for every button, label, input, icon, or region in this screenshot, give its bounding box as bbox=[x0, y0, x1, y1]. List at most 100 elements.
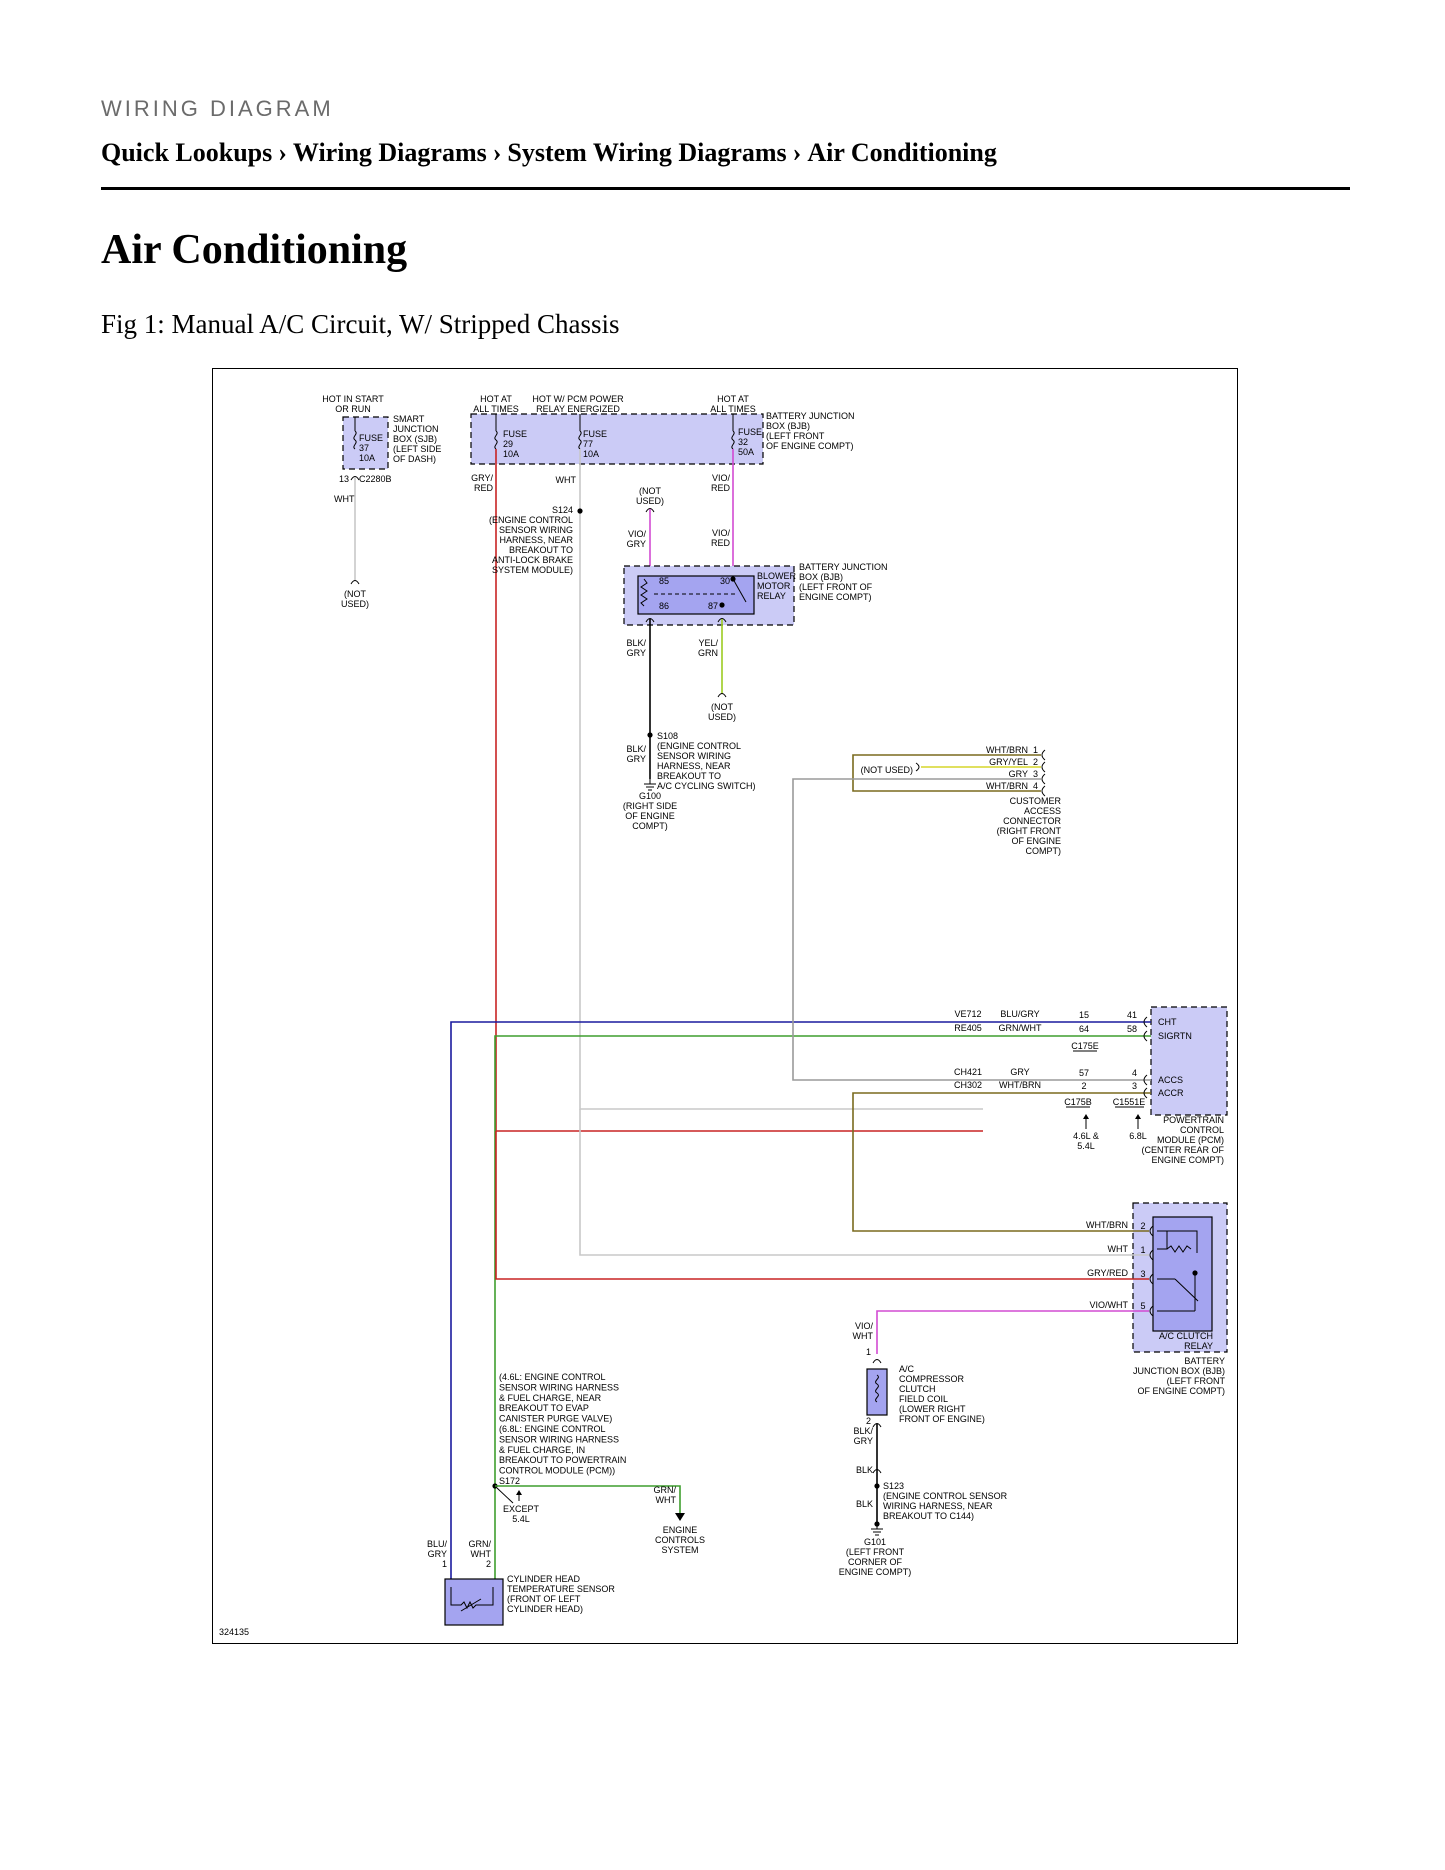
connector-not-used-cust bbox=[915, 762, 920, 772]
cust-pin-label: 2 bbox=[1033, 757, 1038, 767]
grn-wht-bot-label: GRN/WHT bbox=[469, 1539, 492, 1559]
wire-gry-pcm bbox=[792, 959, 1151, 1081]
not-used-cust-label: (NOT USED) bbox=[861, 765, 913, 775]
pcm-circuit-label: RE405 bbox=[954, 1023, 982, 1033]
smart-junction-box bbox=[342, 416, 389, 470]
blk-1-label: BLK bbox=[856, 1465, 873, 1475]
yel-grn-label: YEL/GRN bbox=[698, 638, 718, 658]
eng-arrow-1-head bbox=[1083, 1114, 1089, 1119]
blk-gry-1-label: BLK/GRY bbox=[626, 638, 646, 658]
cylinder-head-temp-sensor bbox=[444, 1578, 504, 1626]
ac-relay-connector-pin bbox=[1149, 1305, 1154, 1317]
blk-2-label: BLK bbox=[856, 1499, 873, 1509]
gry-red-label: GRY/RED bbox=[471, 473, 493, 493]
connector-relay-87 bbox=[717, 618, 727, 623]
engine-46-label: 4.6L &5.4L bbox=[1073, 1131, 1099, 1151]
breadcrumb: Quick Lookups›Wiring Diagrams›System Wir… bbox=[101, 138, 997, 168]
pcm-pin-a-label: 2 bbox=[1081, 1081, 1086, 1091]
pin-30-label: 30 bbox=[720, 576, 730, 586]
pcm-pin-a-label: 64 bbox=[1079, 1024, 1089, 1034]
pcm-pin-a-label: 57 bbox=[1079, 1068, 1089, 1078]
cust-wire-color-label: GRY bbox=[1009, 769, 1028, 779]
blk-gry-3-label: BLK/GRY bbox=[853, 1426, 873, 1446]
battery-junction-box-top bbox=[470, 413, 764, 465]
page-title: Air Conditioning bbox=[101, 227, 408, 273]
ac-compressor-clutch bbox=[866, 1368, 888, 1416]
ac-relay-pin-label: 3 bbox=[1140, 1269, 1145, 1279]
cust-connector-pin bbox=[1041, 773, 1046, 785]
pcm-signal-label: SIGRTN bbox=[1158, 1031, 1192, 1041]
breadcrumb-system-wiring-diagrams[interactable]: System Wiring Diagrams bbox=[507, 138, 787, 167]
breadcrumb-wiring-diagrams[interactable]: Wiring Diagrams bbox=[292, 138, 487, 167]
pcm-circuit-label: VE712 bbox=[954, 1009, 981, 1019]
figure-caption: Fig 1: Manual A/C Circuit, W/ Stripped C… bbox=[101, 309, 620, 339]
pcm-connector-pin bbox=[1143, 1087, 1148, 1099]
grn-wht-mid-label: GRN/WHT bbox=[654, 1485, 677, 1505]
connector-not-used-yelgrn bbox=[717, 693, 727, 698]
pcm-pin-a-label: 15 bbox=[1079, 1010, 1089, 1020]
vio-red-top-label: VIO/RED bbox=[711, 473, 731, 493]
except-arrow-head bbox=[516, 1490, 522, 1495]
ac-relay-wire-color-label: GRY/RED bbox=[1087, 1268, 1128, 1278]
ac-relay-pin-label: 1 bbox=[1140, 1245, 1145, 1255]
breadcrumb-air-conditioning[interactable]: Air Conditioning bbox=[807, 138, 997, 167]
ac-clutch-relay bbox=[1152, 1216, 1213, 1332]
connector-relay-86 bbox=[645, 618, 655, 623]
connector-not-used-relay bbox=[645, 508, 655, 513]
fuse-29-symbol bbox=[494, 430, 498, 450]
connector-clutch-1 bbox=[872, 1359, 882, 1364]
blower-motor-relay bbox=[637, 575, 755, 615]
relay-contact-dot bbox=[730, 576, 736, 582]
header-divider bbox=[101, 187, 1350, 190]
ac-relay-coil-symbol bbox=[1157, 1230, 1198, 1253]
c2280b-label: C2280B bbox=[359, 474, 392, 484]
c175b-label: C175B bbox=[1064, 1097, 1092, 1107]
ac-relay-pin-label: 2 bbox=[1140, 1221, 1145, 1231]
fuse-77-symbol bbox=[578, 430, 582, 450]
vio-red-mid-label: VIO/RED bbox=[711, 528, 731, 548]
pcm-connector-pin bbox=[1143, 1030, 1148, 1042]
wire-vio-wht bbox=[876, 1310, 1149, 1354]
pcm-wire-color-label: WHT/BRN bbox=[999, 1080, 1041, 1090]
pcm-pin-b-label: 41 bbox=[1127, 1010, 1137, 1020]
relay-coil-symbol bbox=[640, 578, 648, 607]
ac-relay-pin-label: 5 bbox=[1140, 1301, 1145, 1311]
blk-gry-2-label: BLK/GRY bbox=[626, 744, 646, 764]
pcm-circuit-label: CH421 bbox=[954, 1067, 982, 1077]
c1551e-label: C1551E bbox=[1113, 1097, 1146, 1107]
pcm-signal-label: ACCS bbox=[1158, 1075, 1183, 1085]
except-pointer bbox=[496, 1487, 514, 1504]
breadcrumb-quick-lookups[interactable]: Quick Lookups bbox=[101, 138, 273, 167]
pcm-pin-b-label: 3 bbox=[1132, 1081, 1137, 1091]
wire-gry-red-relay bbox=[495, 1131, 1149, 1280]
cust-connector-pin bbox=[1041, 749, 1046, 761]
cust-connector-pin bbox=[1041, 785, 1046, 797]
pcm-circuit-label: CH302 bbox=[954, 1080, 982, 1090]
wht-sjb-label: WHT bbox=[334, 494, 355, 504]
pin-86-label: 86 bbox=[659, 601, 669, 611]
thermistor-symbol bbox=[450, 1587, 494, 1612]
section-kicker: WIRING DIAGRAM bbox=[101, 96, 334, 121]
pcm-wire-color-label: GRY bbox=[1010, 1067, 1029, 1077]
engine-controls-arrow bbox=[675, 1513, 685, 1521]
cust-wire-color-label: WHT/BRN bbox=[986, 781, 1028, 791]
wire-wht-relay bbox=[579, 1109, 1149, 1256]
